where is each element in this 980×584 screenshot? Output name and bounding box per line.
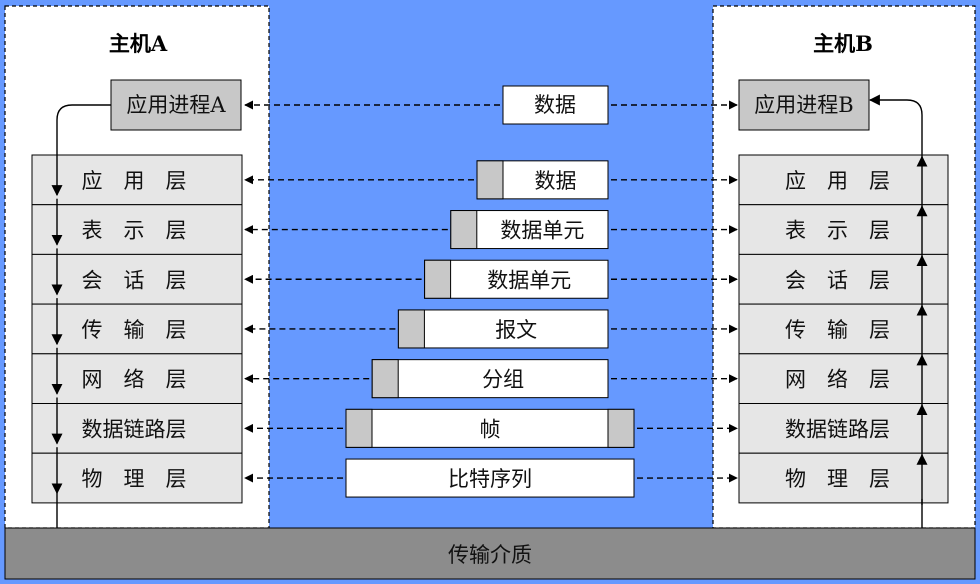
host-a-layer-box — [31, 403, 243, 454]
host-b-exit-arrow — [868, 94, 923, 159]
process-b-box — [738, 79, 870, 131]
pdu-header — [397, 309, 425, 349]
host-a-layer-label: 数据链路层 — [82, 417, 187, 441]
host-a-layer-box — [31, 353, 243, 404]
host-a-title: 主机A — [109, 31, 168, 56]
pdu-unit: 分组 — [371, 359, 609, 399]
pdu-label: 报文 — [495, 318, 537, 342]
host-a-layer-box — [31, 204, 243, 255]
pdu-trailer — [607, 408, 635, 448]
host-b-layer-box — [738, 253, 949, 305]
pdu-label: 数据 — [535, 169, 577, 193]
host-a-layer-box — [31, 253, 243, 305]
pdu-header — [450, 210, 478, 250]
pdu-unit: 数据 — [476, 160, 609, 200]
pdu-box — [424, 259, 609, 299]
host-b-layer-label: 表 示 层 — [785, 219, 890, 243]
host-b-layer-label: 应 用 层 — [785, 169, 890, 193]
process-a-box — [110, 79, 242, 131]
host-a-layer-label: 表 示 层 — [82, 219, 187, 243]
pdu-header — [345, 408, 373, 448]
host-a-layer-box — [31, 154, 243, 206]
pdu-label: 数据单元 — [487, 268, 571, 292]
medium-bar — [4, 527, 976, 580]
host-b-up-flow — [868, 94, 928, 505]
host-a-layer-label: 物 理 层 — [82, 467, 187, 491]
pdu-header — [424, 259, 452, 299]
host-a-layer-label: 应 用 层 — [82, 169, 187, 193]
pdu-header — [371, 359, 399, 399]
pdu-unit: 帧 — [345, 408, 635, 448]
host-b-layer-box — [738, 154, 949, 206]
host-b-layer-label: 物 理 层 — [785, 467, 890, 491]
host-a-layer-box — [31, 452, 243, 504]
host-a-entry-arrow — [51, 104, 111, 197]
pdu-unit: 数据单元 — [424, 259, 609, 299]
host-b-layer-label: 数据链路层 — [785, 417, 890, 441]
host-b-layer-label: 传 输 层 — [785, 318, 890, 342]
pdu-unit: 比特序列 — [345, 458, 635, 498]
host-b-layer-box — [738, 403, 949, 454]
medium-label: 传输介质 — [448, 543, 532, 567]
host-b-layer-box — [738, 303, 949, 355]
pdu-box — [371, 359, 609, 399]
pdu-label: 比特序列 — [448, 467, 532, 491]
pdu-header — [476, 160, 504, 200]
host-b-layer-box — [738, 204, 949, 255]
host-a-layer-label: 会 话 层 — [82, 268, 187, 292]
process-a-label: 应用进程A — [126, 93, 226, 117]
host-b-layer-box — [738, 353, 949, 404]
host-a-layer-label: 网 络 层 — [82, 368, 187, 392]
pdu-box — [397, 309, 609, 349]
pdu-unit: 报文 — [397, 309, 609, 349]
host-a-layer-label: 传 输 层 — [82, 318, 187, 342]
process-b-label: 应用进程B — [754, 93, 853, 117]
host-b-layer-box — [738, 452, 949, 504]
pdu-label: 分组 — [482, 368, 524, 392]
top-data-box — [502, 85, 609, 125]
pdu-box — [345, 458, 635, 498]
host-b-title: 主机B — [813, 31, 873, 56]
host-b-layer-label: 会 话 层 — [785, 268, 890, 292]
pdu-label: 数据单元 — [500, 219, 584, 243]
pdu-label: 帧 — [480, 417, 501, 441]
top-data-label: 数据 — [534, 93, 576, 117]
host-b-layer-label: 网 络 层 — [785, 368, 890, 392]
pdu-unit: 数据单元 — [450, 210, 609, 250]
